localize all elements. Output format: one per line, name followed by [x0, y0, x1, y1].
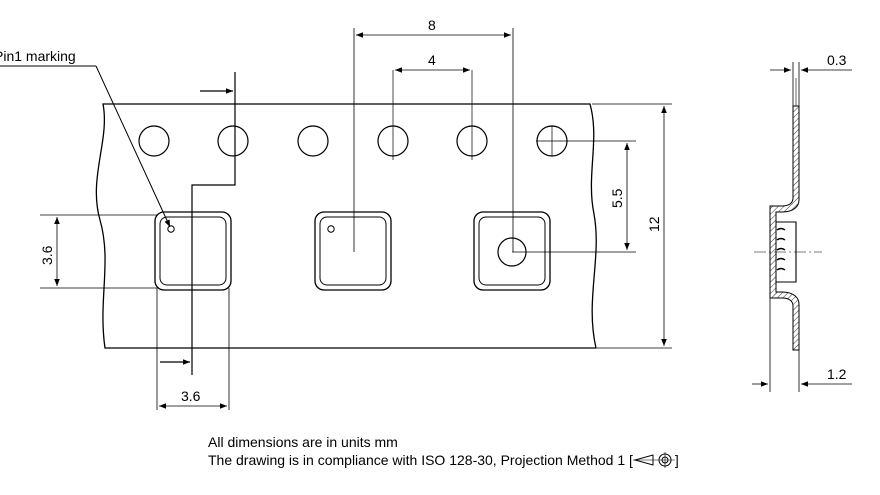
dim-pitch: 8: [353, 17, 514, 252]
dim-thickness-top: 0.3: [770, 52, 852, 106]
dim-thickness-bottom-label: 1.2: [827, 366, 847, 382]
dim-thickness-bottom: 1.2: [752, 298, 852, 392]
tape-outline: [95, 103, 597, 349]
pin1-dot: [167, 225, 175, 233]
dim-pocket-height: 3.6: [39, 214, 157, 289]
dim-thickness-top-label: 0.3: [827, 52, 847, 68]
units-note: All dimensions are in units mm: [208, 434, 398, 450]
pin1-dot: [327, 225, 335, 233]
dim-pocket-width-label: 3.6: [181, 388, 201, 404]
pin1-label: Pin1 marking: [0, 48, 76, 64]
sprocket-hole: [217, 125, 249, 157]
compliance-note: The drawing is in compliance with ISO 12…: [208, 452, 679, 469]
dim-hole-pitch-label: 4: [428, 52, 436, 68]
dim-pocket-height-label: 3.6: [39, 245, 55, 265]
pockets: [154, 211, 551, 291]
hole-center-lines: [392, 70, 568, 160]
sprocket-hole: [138, 125, 170, 157]
pocket-1: [154, 211, 232, 291]
feed-direction: [160, 72, 236, 375]
pin1-leader: Pin1 marking: [0, 48, 171, 228]
dim-hole-offset: 5.5: [512, 140, 636, 253]
compliance-end: ]: [674, 452, 679, 468]
dim-tape-width-label: 12: [646, 216, 662, 232]
compliance-text: The drawing is in compliance with ISO 12…: [208, 452, 633, 468]
dim-tape-width: 12: [592, 103, 672, 349]
first-angle-projection-icon: [632, 452, 675, 468]
dim-hole-offset-label: 5.5: [609, 188, 625, 208]
sprocket-hole: [297, 125, 329, 157]
side-profile: [754, 78, 822, 351]
dim-pitch-label: 8: [428, 17, 436, 33]
profile-section: [769, 105, 800, 351]
dim-hole-pitch: 4: [395, 52, 470, 73]
pocket-2: [314, 211, 392, 291]
dim-pocket-width: 3.6: [156, 288, 230, 410]
sprocket-holes: [138, 125, 568, 157]
pocket-3: [473, 211, 551, 291]
